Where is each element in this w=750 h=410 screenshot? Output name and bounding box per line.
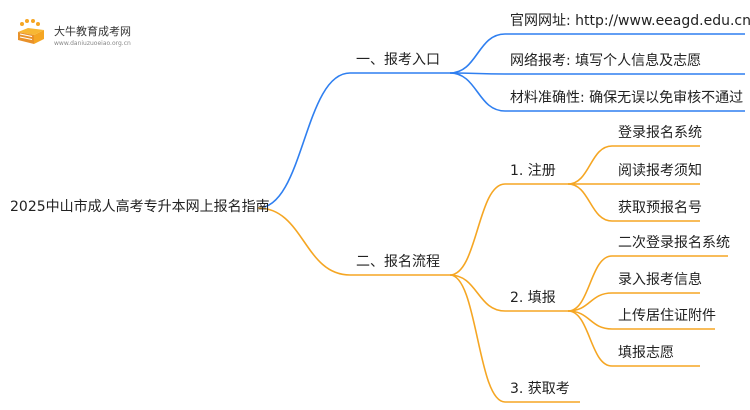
book-logo-icon [18, 19, 44, 44]
branch-entry: 一、报考入口 [356, 52, 440, 68]
connector-entry-child [449, 33, 506, 74]
fill-choose-major: 填报志愿 [618, 345, 674, 361]
entry-official-site: 官网网址: http://www.eeagd.edu.cn/cr [510, 13, 750, 29]
connector-root-process [257, 207, 351, 276]
entry-online-apply: 网络报考: 填写个人信息及志愿 [510, 53, 702, 69]
branch-process: 二、报名流程 [356, 254, 440, 270]
fill-second-login: 二次登录报名系统 [618, 235, 730, 251]
step-register: 1. 注册 [510, 163, 556, 179]
fill-enter-info: 录入报考信息 [618, 272, 702, 288]
step-get-exam: 3. 获取考 [510, 381, 570, 397]
connector-process-step [449, 183, 506, 276]
entry-material-accuracy: 材料准确性: 确保无误以免审核不通过 [510, 90, 744, 106]
connector-register-child [567, 183, 613, 222]
register-get-number: 获取预报名号 [618, 200, 702, 216]
site-logo: 大牛教育成考网 www.daniuzuoeiao.org.cn [14, 14, 204, 50]
connector-entry-child [449, 72, 506, 112]
connector-process-step [449, 274, 506, 312]
logo-title: 大牛教育成考网 [54, 25, 131, 38]
step-fill: 2. 填报 [510, 290, 556, 306]
connector-fill-child [567, 310, 613, 367]
connector-fill-child [567, 292, 613, 312]
connector-root-entry [257, 72, 351, 209]
register-read-notice: 阅读报考须知 [618, 163, 702, 179]
logo-url: www.daniuzuoeiao.org.cn [54, 40, 131, 47]
connector-fill-child [567, 255, 613, 312]
fill-upload-residence: 上传居住证附件 [618, 308, 716, 324]
register-login: 登录报名系统 [618, 125, 702, 141]
connector-process-step [449, 274, 506, 403]
root-topic: 2025中山市成人高考专升本网上报名指南 [10, 199, 270, 215]
connector-register-child [567, 145, 613, 185]
